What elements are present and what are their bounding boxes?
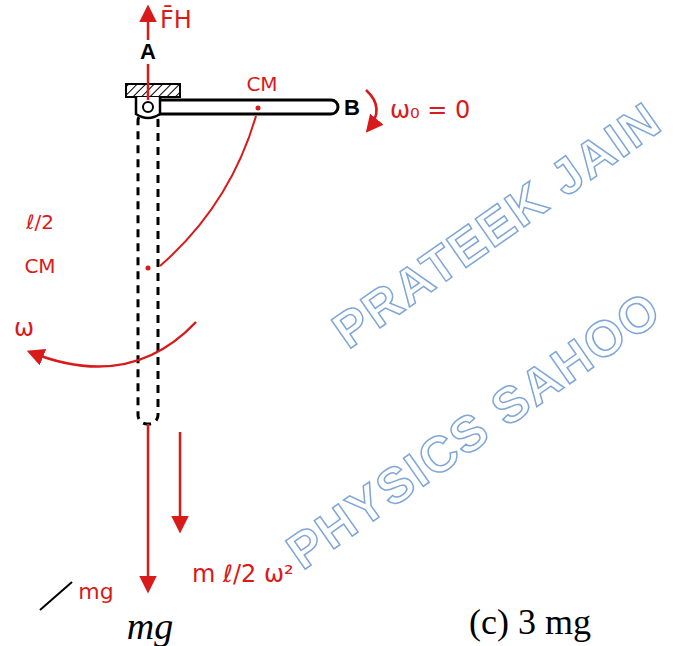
clevis — [136, 97, 160, 118]
option-text: (c) 3 mg — [469, 604, 591, 640]
rod-vertical — [138, 112, 158, 424]
angular-velocity-label: ω₀ = 0 — [390, 98, 470, 122]
leader-line — [160, 116, 256, 266]
length-label: ℓ/2 — [26, 212, 54, 232]
rotation-arrow — [30, 322, 196, 367]
cm-label: CM — [246, 74, 277, 94]
force-arrow — [147, 424, 150, 590]
option-text: mg — [127, 607, 173, 645]
force-arrow — [179, 432, 182, 530]
force-label: F̄H — [160, 8, 192, 32]
rod-horizontal — [140, 100, 338, 114]
point-label: B — [344, 97, 360, 119]
force-label: m ℓ/2 ω² — [192, 562, 294, 586]
stroke-mark — [40, 582, 72, 610]
force-label: mg — [78, 581, 113, 603]
point-label: A — [138, 40, 158, 64]
cm-dot — [256, 106, 261, 111]
cm-label: CM — [24, 256, 55, 276]
support — [126, 84, 180, 97]
cm-dot — [146, 266, 151, 271]
pivot — [143, 102, 153, 112]
rotation-arrow — [366, 90, 377, 130]
angular-velocity-label: ω — [14, 316, 34, 340]
